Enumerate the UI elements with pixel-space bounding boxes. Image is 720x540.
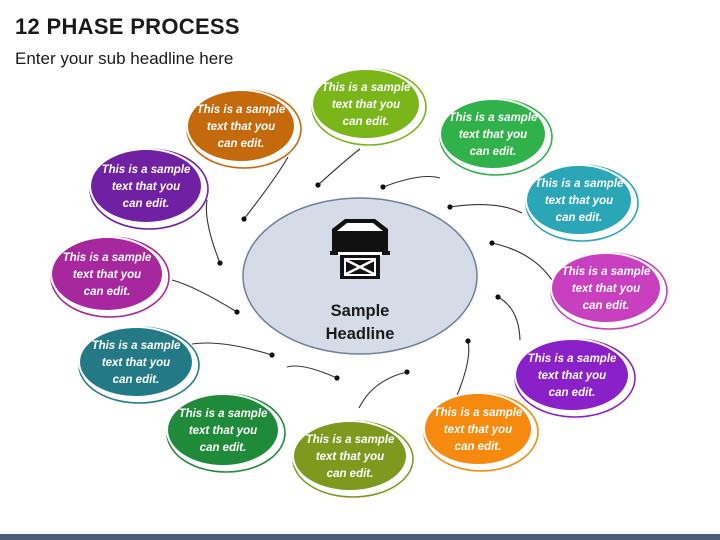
connector-line [449,204,523,214]
phase-text-line1: This is a sample [528,353,617,365]
phase-text-line2: text that you [572,283,640,295]
connector-line [455,340,470,399]
connector-line [382,175,441,188]
phase-fill [441,100,545,168]
phase-bubble-1: This is a sample text that you can edit. [311,68,427,146]
page-subtitle: Enter your sub headline here [15,49,234,68]
connector-dot [234,309,240,315]
connector-dot [404,369,410,375]
connector-dot [465,338,471,344]
connector-line [286,365,338,379]
phase-text-line3: can edit. [343,116,390,128]
phase-fill [552,254,660,322]
connector-line [243,156,289,220]
phase-text-line3: can edit. [327,468,374,480]
phase-bubble-9: This is a sample text that you can edit. [78,326,200,404]
connector-dot [380,184,386,190]
phase-text-line1: This is a sample [322,82,411,94]
phase-fill [52,238,162,310]
phase-text-line3: can edit. [84,286,131,298]
phase-bubble-10: This is a sample text that you can edit. [50,236,170,318]
connector-lines [171,148,553,409]
phase-text-line1: This is a sample [449,112,538,124]
phase-bubble-7: This is a sample text that you can edit. [292,420,414,498]
phase-fill [91,150,201,222]
connector-dot [217,260,223,266]
phase-text-line2: text that you [73,269,141,281]
phase-fill [80,328,192,396]
center-headline-line1: Sample [331,302,390,320]
connector-dot [334,375,340,381]
phase-text-line1: This is a sample [306,434,395,446]
connector-line [317,148,361,186]
connector-line [205,199,221,264]
phase-fill [516,340,628,410]
phase-text-line2: text that you [444,424,512,436]
connector-line [171,279,238,313]
barn-icon [330,219,390,279]
phase-text-line2: text that you [459,129,527,141]
phase-text-line2: text that you [545,195,613,207]
phase-text-line3: can edit. [549,387,596,399]
phase-text-line1: This is a sample [63,252,152,264]
phase-text-line2: text that you [332,99,400,111]
phase-text-line1: This is a sample [535,178,624,190]
phase-text-line1: This is a sample [179,408,268,420]
phase-text-line2: text that you [538,370,606,382]
phase-bubble-2: This is a sample text that you can edit. [439,98,553,176]
phase-bubble-8: This is a sample text that you can edit. [166,393,286,473]
phase-bubble-5: This is a sample text that you can edit. [514,338,636,418]
phase-text-line3: can edit. [556,212,603,224]
phase-text-line1: This is a sample [562,266,651,278]
phase-text-line3: can edit. [113,374,160,386]
phase-text-line1: This is a sample [102,164,191,176]
phase-bubble-12: This is a sample text that you can edit. [186,89,302,169]
phase-text-line3: can edit. [455,441,502,453]
phase-text-line3: can edit. [583,300,630,312]
phase-fill [168,395,278,465]
connector-dot [489,240,495,246]
phase-text-line1: This is a sample [434,407,523,419]
phase-bubble-4: This is a sample text that you can edit. [550,252,668,330]
connector-dot [315,182,321,188]
connector-dot [269,352,275,358]
phase-fill [527,166,631,234]
center-hub: Sample Headline [242,197,478,355]
page-title: 12 PHASE PROCESS [15,14,240,39]
phase-bubble-6: This is a sample text that you can edit. [423,392,539,472]
phase-text-line3: can edit. [470,146,517,158]
phase-fill [294,422,406,490]
phase-fill [313,70,419,138]
center-headline-line2: Headline [326,325,395,343]
phase-fill [188,91,294,161]
phase-bubble-3: This is a sample text that you can edit. [525,164,639,242]
phase-text-line2: text that you [189,425,257,437]
phase-text-line2: text that you [207,121,275,133]
connector-line [191,342,273,356]
phase-text-line1: This is a sample [197,104,286,116]
connector-line [497,296,521,341]
phase-text-line3: can edit. [200,442,247,454]
phase-text-line2: text that you [112,181,180,193]
phase-text-line1: This is a sample [92,340,181,352]
phase-fill [425,394,531,464]
connector-dot [495,294,501,300]
phase-text-line3: can edit. [218,138,265,150]
connector-line [491,242,553,281]
connector-dot [241,216,247,222]
connector-dot [447,204,453,210]
connector-line [358,371,408,409]
phase-text-line2: text that you [316,451,384,463]
phase-text-line3: can edit. [123,198,170,210]
phase-text-line2: text that you [102,357,170,369]
bottom-bar [0,534,720,540]
phase-bubble-11: This is a sample text that you can edit. [89,148,209,230]
